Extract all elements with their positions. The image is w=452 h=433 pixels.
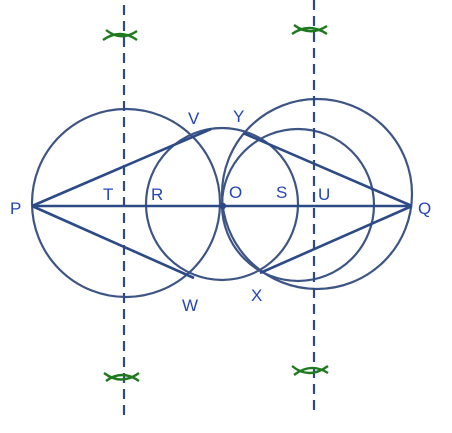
label-w: W [182, 296, 198, 315]
circle-small-left [144, 126, 300, 282]
arc-mark-bottom-right-b [293, 366, 329, 376]
label-y: Y [233, 107, 244, 126]
label-p: P [10, 199, 21, 218]
label-v: V [188, 109, 200, 128]
arc-mark-top-left-a [102, 32, 138, 41]
segment-pw [31, 204, 195, 280]
label-x: X [251, 286, 262, 305]
label-u: U [318, 185, 330, 204]
label-o: O [229, 183, 242, 202]
label-t: T [103, 185, 113, 204]
label-s: S [276, 183, 287, 202]
segment-xq [259, 204, 413, 275]
arc-mark-top-right-a [291, 26, 328, 36]
arc-mark-bottom-left-b [105, 373, 140, 382]
segment-pv [31, 127, 212, 208]
circle-left-centered-t [30, 107, 222, 299]
point-o-dot [219, 202, 227, 210]
arc-mark-bottom-right-a [291, 365, 329, 375]
label-r: R [151, 185, 163, 204]
arc-mark-top-right-b [293, 24, 328, 33]
segment-yq [242, 131, 413, 208]
arc-mark-bottom-left-a [103, 372, 140, 381]
circle-right-centered-u [220, 97, 414, 291]
arc-mark-top-left-b [105, 29, 138, 38]
label-q: Q [418, 199, 431, 218]
